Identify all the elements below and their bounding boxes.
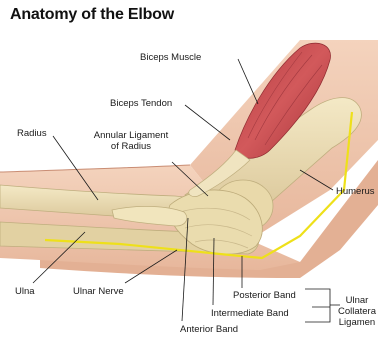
label-ulnar-collateral-line2: Collatera — [336, 306, 378, 317]
label-intermediate-band: Intermediate Band — [211, 308, 289, 319]
label-ulna: Ulna — [15, 286, 35, 297]
label-biceps-tendon: Biceps Tendon — [110, 98, 172, 109]
label-ulnar-collateral-line3: Ligamen — [336, 317, 378, 328]
label-annular-ligament-line2: of Radius — [85, 141, 177, 152]
label-annular-ligament: Annular Ligament of Radius — [85, 130, 177, 152]
label-anterior-band: Anterior Band — [180, 324, 238, 335]
label-posterior-band: Posterior Band — [233, 290, 296, 301]
label-radius: Radius — [17, 128, 47, 139]
label-ulnar-collateral-ligament: Ulnar Collatera Ligamen — [336, 295, 378, 328]
label-ulnar-nerve: Ulnar Nerve — [73, 286, 124, 297]
label-humerus: Humerus — [336, 186, 375, 197]
label-annular-ligament-line1: Annular Ligament — [85, 130, 177, 141]
label-ulnar-collateral-line1: Ulnar — [336, 295, 378, 306]
label-biceps-muscle: Biceps Muscle — [140, 52, 201, 63]
